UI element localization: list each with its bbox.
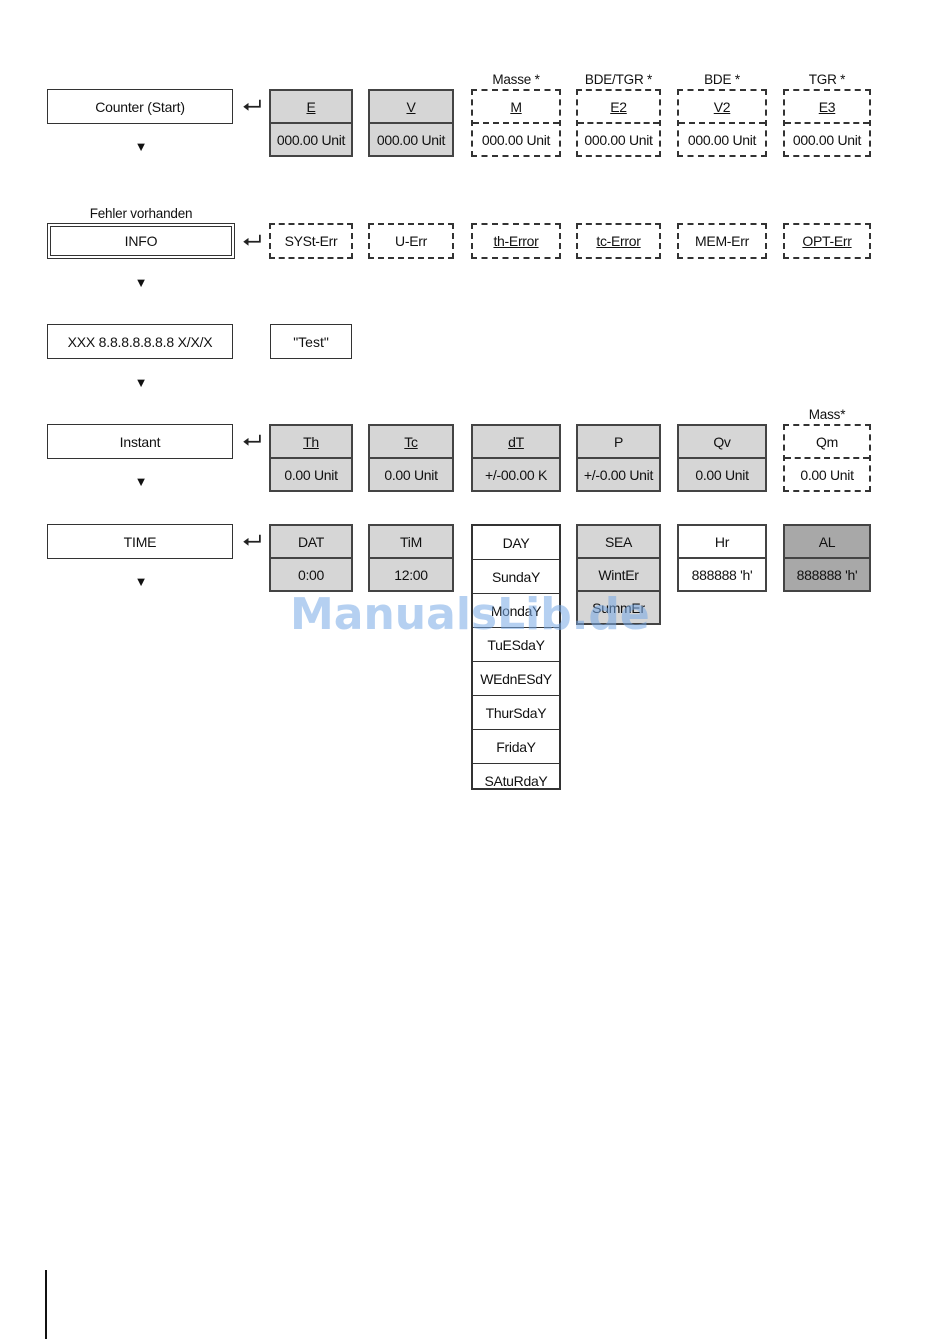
test-value-box: "Test" xyxy=(270,324,352,359)
day-item: ThurSdaY xyxy=(473,695,559,729)
enter-arrow-icon xyxy=(242,433,261,447)
time-cell-dat: DAT 0:00 xyxy=(269,524,353,592)
error-u: U-Err xyxy=(368,223,454,259)
instant-cell-th: Th 0.00 Unit xyxy=(269,424,353,492)
counter-cell-volume: V 000.00 Unit xyxy=(368,89,454,157)
down-arrow-icon: ▼ xyxy=(134,275,148,290)
day-item: SAtuRdaY xyxy=(473,763,559,797)
day-item: TuESdaY xyxy=(473,627,559,661)
down-arrow-icon: ▼ xyxy=(134,139,148,154)
day-item: FridaY xyxy=(473,729,559,763)
counter-caption-bde-tgr: BDE/TGR * xyxy=(584,72,653,87)
instant-cell-tc: Tc 0.00 Unit xyxy=(368,424,454,492)
counter-cell-energy: E 000.00 Unit xyxy=(269,89,353,157)
day-list: DAY SundaY MondaY TuESdaY WEdnESdY ThurS… xyxy=(471,524,561,790)
instant-caption-mass: Mass* xyxy=(808,407,846,422)
counter-menu-box: Counter (Start) xyxy=(47,89,233,124)
down-arrow-icon: ▼ xyxy=(134,375,148,390)
counter-caption-bde: BDE * xyxy=(704,72,740,87)
day-item: WEdnESdY xyxy=(473,661,559,695)
enter-arrow-icon xyxy=(242,98,261,112)
info-caption: Fehler vorhanden xyxy=(89,206,193,221)
counter-caption-tgr: TGR * xyxy=(808,72,846,87)
time-menu-box: TIME xyxy=(47,524,233,559)
day-header: DAY xyxy=(502,534,530,551)
time-cell-tim: TiM 12:00 xyxy=(368,524,454,592)
instant-cell-qm: Qm 0.00 Unit xyxy=(783,424,871,492)
watermark: ManualsLib.de xyxy=(290,589,650,640)
counter-cell-e3: E3 000.00 Unit xyxy=(783,89,871,157)
day-item: MondaY xyxy=(473,593,559,627)
counter-cell-mass: M 000.00 Unit xyxy=(471,89,561,157)
error-opt: OPT-Err xyxy=(783,223,871,259)
counter-caption-masse: Masse * xyxy=(492,72,540,87)
down-arrow-icon: ▼ xyxy=(134,574,148,589)
page-margin-line xyxy=(45,1270,47,1339)
enter-arrow-icon xyxy=(242,233,261,247)
instant-cell-p: P +/-0.00 Unit xyxy=(576,424,661,492)
error-tc: tc-Error xyxy=(576,223,661,259)
counter-cell-v2: V2 000.00 Unit xyxy=(677,89,767,157)
instant-cell-dt: dT +/-00.00 K xyxy=(471,424,561,492)
error-syst: SYSt-Err xyxy=(269,223,353,259)
instant-menu-box: Instant xyxy=(47,424,233,459)
time-cell-sea: SEA WintEr SummEr xyxy=(576,524,661,625)
test-menu-box: XXX 8.8.8.8.8.8.8 X/X/X xyxy=(47,324,233,359)
day-item: SundaY xyxy=(473,559,559,593)
info-menu-box: INFO xyxy=(47,223,235,259)
instant-cell-qv: Qv 0.00 Unit xyxy=(677,424,767,492)
time-cell-hr: Hr 888888 'h' xyxy=(677,524,767,592)
error-mem: MEM-Err xyxy=(677,223,767,259)
error-th: th-Error xyxy=(471,223,561,259)
down-arrow-icon: ▼ xyxy=(134,474,148,489)
time-cell-al: AL 888888 'h' xyxy=(783,524,871,592)
enter-arrow-icon xyxy=(242,533,261,547)
counter-cell-e2: E2 000.00 Unit xyxy=(576,89,661,157)
